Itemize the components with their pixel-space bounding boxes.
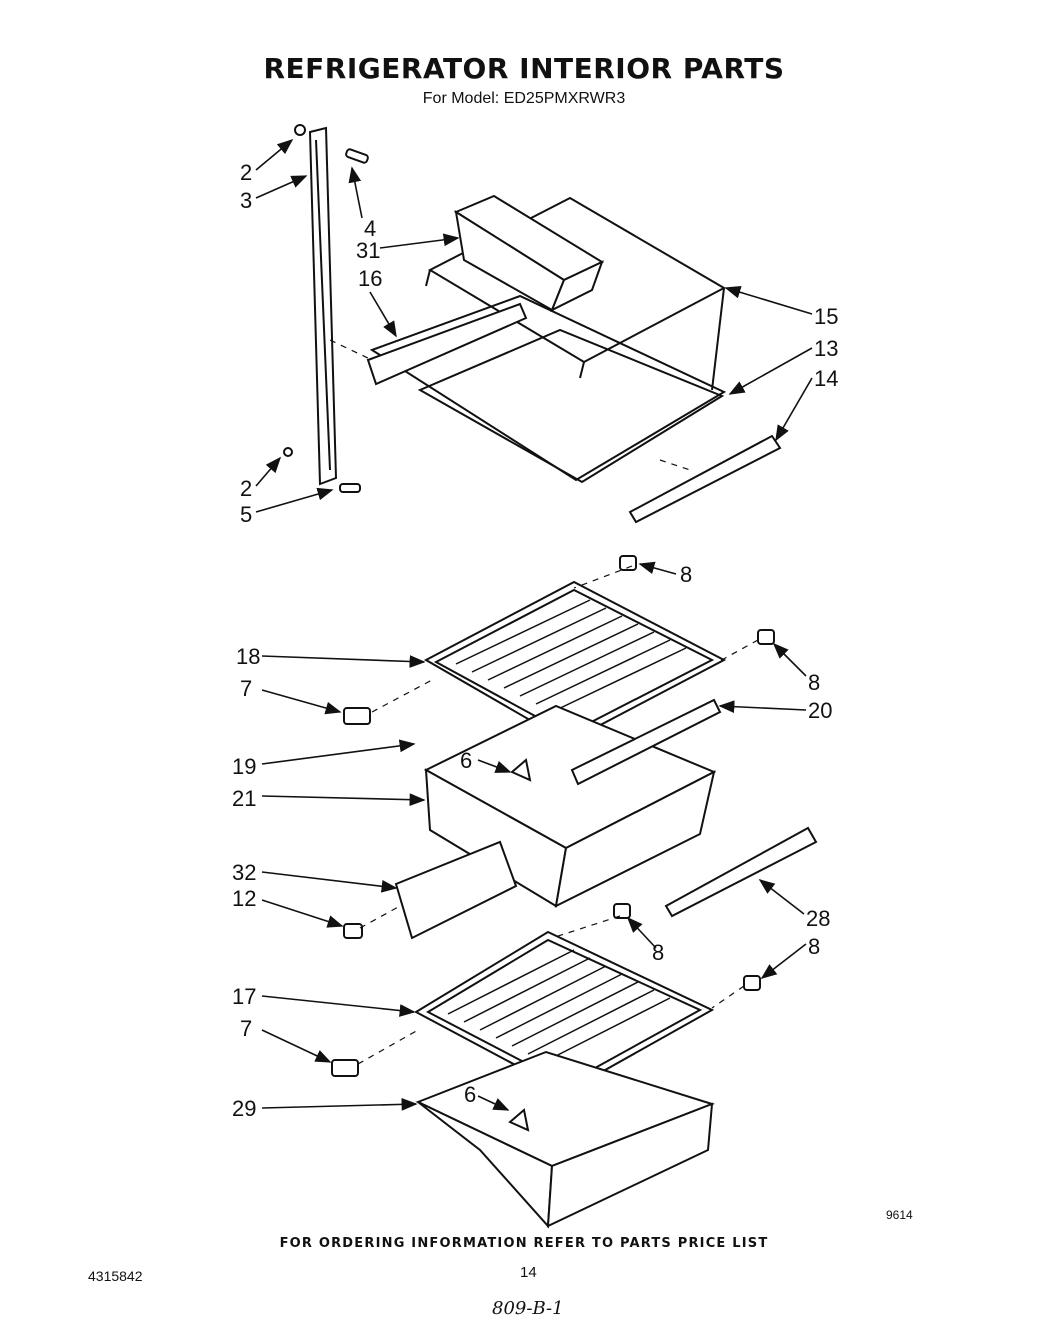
callout-6-b: 6: [464, 1082, 476, 1107]
callout-18: 18: [236, 644, 260, 669]
small-clips: [331, 555, 775, 1132]
drawer-rail-28: [664, 826, 818, 918]
drawer-rail-32: [394, 840, 518, 940]
shelf-trim-16: [366, 302, 528, 386]
callout-21: 21: [232, 786, 256, 811]
callout-19: 19: [232, 754, 256, 779]
callout-31: 31: [356, 238, 380, 263]
model-line: For Model: ED25PMXRWR3: [422, 90, 626, 107]
drawer-29: [415, 1050, 716, 1229]
callout-14: 14: [814, 366, 838, 391]
cover-ribs-17: [447, 949, 671, 1063]
leader-lines: [255, 138, 813, 1111]
callout-8-a: 8: [680, 562, 692, 587]
upper-fasteners: [283, 124, 369, 493]
callout-7-a: 7: [240, 676, 252, 701]
callout-15: 15: [814, 304, 838, 329]
callout-8-d: 8: [808, 934, 820, 959]
callout-3: 3: [240, 188, 252, 213]
exploded-parts-diagram: 2 3 4 31 16 15 13 14 2 5 8 18 8 7 20 19 …: [232, 124, 838, 1229]
callout-7-b: 7: [240, 1016, 252, 1041]
callout-13: 13: [814, 336, 838, 361]
cover-ribs-18: [455, 599, 687, 713]
callout-20: 20: [808, 698, 832, 723]
callout-17: 17: [232, 984, 256, 1009]
deli-bin: [453, 194, 605, 313]
callout-29: 29: [232, 1096, 256, 1121]
handwritten-note: 809-B-1: [492, 1298, 564, 1319]
callout-12: 12: [232, 886, 256, 911]
figure-code: 9614: [886, 1208, 913, 1222]
document-number: 4315842: [88, 1268, 143, 1284]
drawer-21: [423, 704, 717, 908]
ordering-note: FOR ORDERING INFORMATION REFER TO PARTS …: [279, 1236, 769, 1251]
page-number: 14: [520, 1264, 537, 1281]
page-title: REFRIGERATOR INTERIOR PARTS: [263, 52, 785, 85]
callout-5: 5: [240, 502, 252, 527]
callout-16: 16: [358, 266, 382, 291]
vertical-rail: [308, 126, 338, 486]
callout-32: 32: [232, 860, 256, 885]
crisper-cover-18: [423, 580, 727, 744]
callout-6-a: 6: [460, 748, 472, 773]
callout-8-b: 8: [808, 670, 820, 695]
callout-28: 28: [806, 906, 830, 931]
alignment-dashes: [329, 339, 759, 1065]
callout-2-bottom: 2: [240, 476, 252, 501]
callout-4-top: 4: [364, 216, 376, 241]
callout-8-c: 8: [652, 940, 664, 965]
shelf-trim-14: [628, 434, 782, 524]
callout-2-top: 2: [240, 160, 252, 185]
